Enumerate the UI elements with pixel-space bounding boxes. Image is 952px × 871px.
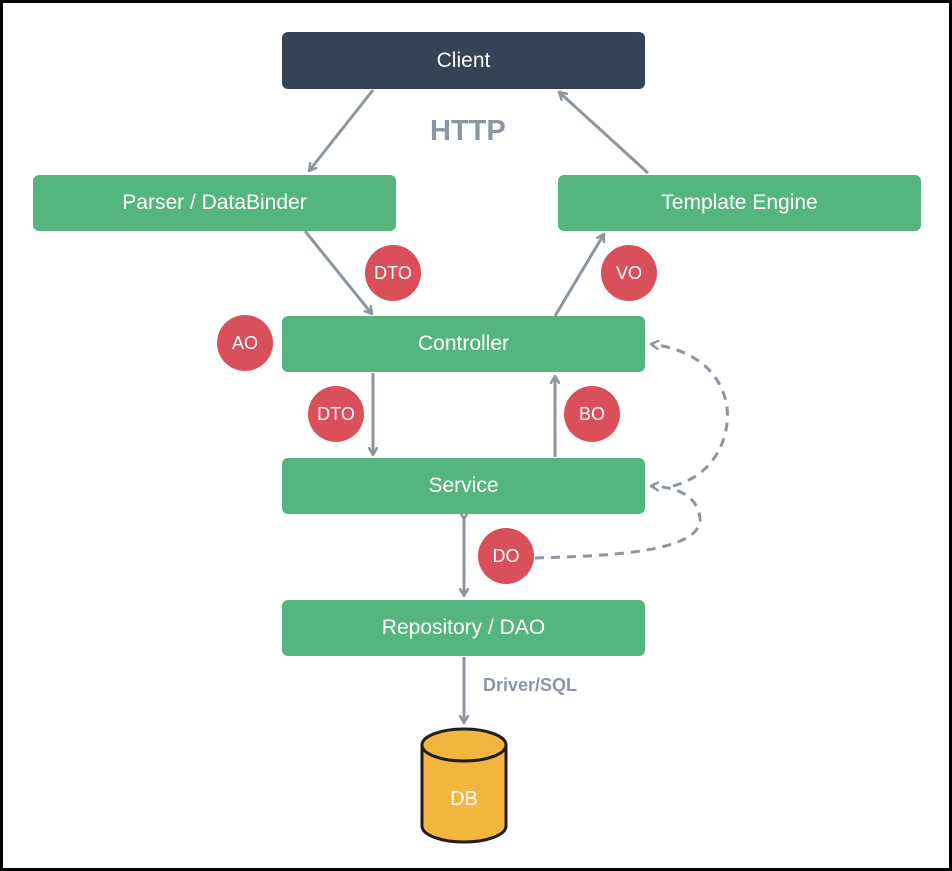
- do-badge: DO: [478, 528, 534, 584]
- connector-layer: [303, 89, 729, 844]
- dto-badge-middle: DTO: [308, 386, 364, 442]
- arrow-client-to-parser: [309, 89, 375, 171]
- driver-sql-label: Driver/SQL: [483, 675, 578, 695]
- ao-badge: AO: [217, 315, 273, 371]
- arrow-template-to-client: [559, 92, 650, 175]
- dashed-do-to-controller: [651, 344, 729, 488]
- vo-badge: VO: [601, 245, 657, 301]
- parser-databinder-node: Parser / DataBinder: [33, 175, 396, 231]
- arrow-controller-to-template: [553, 234, 606, 317]
- controller-node: Controller: [282, 316, 645, 372]
- repository-dao-node: Repository / DAO: [282, 600, 645, 656]
- service-node: Service: [282, 458, 645, 514]
- template-engine-node: Template Engine: [558, 175, 921, 231]
- bo-badge: BO: [564, 386, 620, 442]
- dashed-do-to-service: [534, 486, 702, 560]
- client-node: Client: [282, 32, 645, 89]
- http-label: HTTP: [430, 115, 506, 147]
- dto-badge-top: DTO: [365, 245, 421, 301]
- db-cylinder: [420, 727, 508, 844]
- db-label: DB: [450, 788, 478, 810]
- diagram-canvas: Client HTTP Parser / DataBinder Template…: [3, 3, 949, 868]
- arrow-parser-to-controller: [303, 230, 372, 314]
